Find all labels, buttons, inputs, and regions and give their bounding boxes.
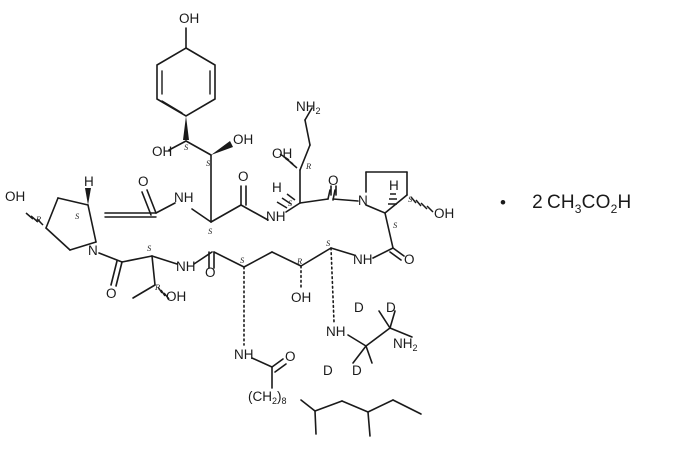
- hydroxyproline-left: [25, 188, 97, 251]
- methylene-chain-label: (CH2)8: [248, 389, 287, 406]
- hash-orn-h: [276, 193, 296, 209]
- amide-nh-4-label: NH: [176, 259, 196, 274]
- ring-nitrogen-right: N: [358, 193, 368, 208]
- dotted-stereo-bonds: [243, 247, 335, 346]
- benzylic-segment: [168, 116, 233, 223]
- beta-oh-label: OH: [233, 132, 253, 147]
- stereo-proline-right-bottom: S: [393, 220, 398, 230]
- ethylenediamine-nh: NH: [326, 324, 346, 339]
- stereo-glycyl-s: S: [240, 255, 245, 265]
- macrocycle-bottom: [98, 247, 355, 287]
- stereo-beta-amino-s: S: [326, 238, 331, 248]
- carbonyl-o-1-label: O: [138, 174, 149, 189]
- ornithine-oh-label: OH: [272, 146, 292, 161]
- carbonyl-o-4-label: O: [404, 252, 415, 267]
- stereo-threonine-r: R: [154, 282, 161, 292]
- stereo-hydroxyproline-left-s: S: [75, 211, 80, 221]
- threonine-oh-label: OH: [166, 289, 186, 304]
- stereo-descriptor-group: S S S R S S S R S S R S R S: [35, 142, 413, 292]
- ornithine-nh2-label: NH2: [296, 99, 321, 116]
- threonine-side-chain: [132, 255, 170, 300]
- carbonyl-o-2-label: O: [238, 169, 249, 184]
- hydroxyproline-oh-left: OH: [5, 189, 25, 204]
- gamma-oh-label: OH: [291, 290, 311, 305]
- atom-label-group: OH OH OH NH2 OH H N H OH NH NH NH NH O O…: [5, 11, 454, 406]
- hydroxyproline-right: [365, 171, 434, 261]
- stereo-ornithine-r: R: [305, 161, 312, 171]
- carbonyl-o-6-label: O: [106, 286, 117, 301]
- stereo-threonine-s: S: [147, 243, 152, 253]
- deuterium-4-label: D: [352, 363, 362, 378]
- stereo-ornithine-s: S: [288, 198, 293, 208]
- stereo-benzylic: S: [184, 142, 189, 152]
- stereo-proline-right-top: S: [408, 194, 413, 204]
- counterion-coefficient: 2: [532, 192, 543, 213]
- proline-oh-right-label: OH: [434, 206, 454, 221]
- counterion-formula: CH3CO2H: [546, 192, 632, 216]
- ornithine-residue: [276, 107, 359, 209]
- carbonyl-o-7-label: O: [285, 349, 296, 364]
- acyl-nh-label: NH: [234, 347, 254, 362]
- stereo-hydroxyproline-left-r: R: [35, 214, 42, 224]
- amide-nh-1-label: NH: [174, 190, 194, 205]
- hash-thr-oh: [157, 286, 170, 300]
- benzylic-oh-label: OH: [152, 144, 172, 159]
- carbonyl-o-5-label: O: [205, 265, 216, 280]
- hash-prol-h-right: [388, 193, 397, 205]
- phenol-oh-label: OH: [179, 11, 199, 26]
- ring-nitrogen-left: N: [88, 243, 98, 258]
- dot-ed-nh: [330, 247, 335, 323]
- hash-prol-oh-right: [410, 196, 434, 213]
- proline-h-right-label: H: [389, 178, 399, 193]
- deuterated-ethylenediamine: [347, 310, 413, 364]
- macrocycle-top: [104, 185, 301, 223]
- separator-dot: •: [500, 192, 507, 212]
- stereo-beta: S: [206, 158, 211, 168]
- stereo-alpha-1: S: [208, 226, 213, 236]
- amide-nh-2-label: NH: [266, 209, 286, 224]
- hydroxyproline-h-left: H: [84, 174, 94, 189]
- deuterium-2-label: D: [386, 300, 396, 315]
- acyl-lipid-tail: [251, 357, 422, 437]
- amide-nh-3-label: NH: [353, 252, 373, 267]
- hash-hyp-oh-left: [25, 212, 44, 226]
- deuterium-3-label: D: [323, 363, 333, 378]
- stereo-gamma-r: R: [296, 256, 303, 266]
- ornithine-h-label: H: [272, 180, 282, 195]
- phenol-ring: [156, 27, 216, 117]
- ethylenediamine-nh2: NH2: [393, 336, 418, 353]
- deuterium-1-label: D: [354, 300, 364, 315]
- hash-orn-oh: [279, 153, 298, 169]
- carbonyl-o-3-label: O: [328, 173, 339, 188]
